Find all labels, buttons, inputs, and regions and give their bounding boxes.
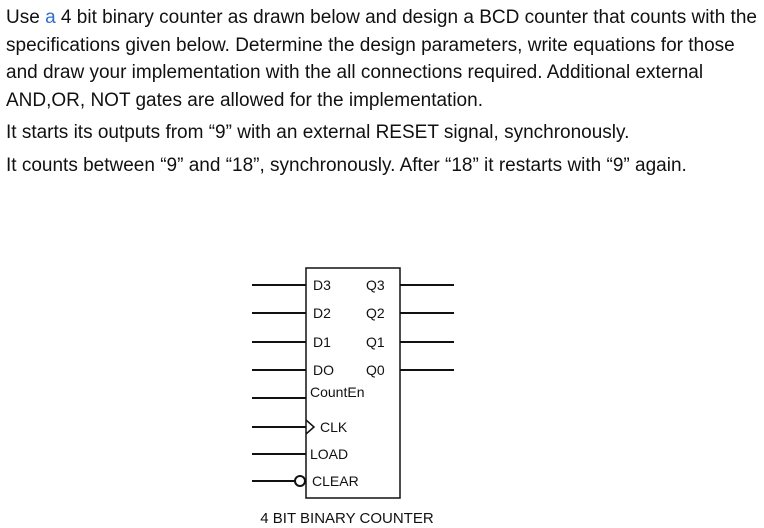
pin-label-d0: DO [313, 362, 334, 378]
problem-statement: Use a 4 bit binary counter as drawn belo… [6, 4, 758, 179]
pin-label-d3: D3 [313, 277, 331, 293]
clock-triangle-icon [305, 419, 316, 435]
pin-label-clk: CLK [320, 419, 348, 435]
pin-label-q1: Q1 [366, 334, 385, 350]
clear-inversion-bubble [294, 475, 306, 487]
count-range-spec: It counts between “9” and “18”, synchron… [6, 154, 687, 176]
pin-label-q0: Q0 [366, 362, 385, 378]
highlighted-word: a [45, 7, 56, 28]
pin-label-clear: CLEAR [312, 473, 359, 489]
pin-label-count-en: CountEn [310, 384, 364, 400]
problem-text-start: Use [6, 7, 46, 28]
problem-text-rest: 4 bit binary counter as drawn below and … [6, 7, 757, 111]
pin-label-load: LOAD [310, 446, 348, 462]
pin-label-q2: Q2 [366, 305, 385, 321]
pin-label-d2: D2 [313, 305, 331, 321]
counter-body [305, 267, 401, 499]
reset-spec: It starts its outputs from “9” with an e… [6, 122, 630, 143]
pin-label-q3: Q3 [366, 277, 385, 293]
pin-label-d1: D1 [313, 334, 331, 350]
diagram-caption: 4 BIT BINARY COUNTER [260, 510, 434, 527]
problem-paragraph-1: Use a 4 bit binary counter as drawn belo… [6, 4, 758, 114]
